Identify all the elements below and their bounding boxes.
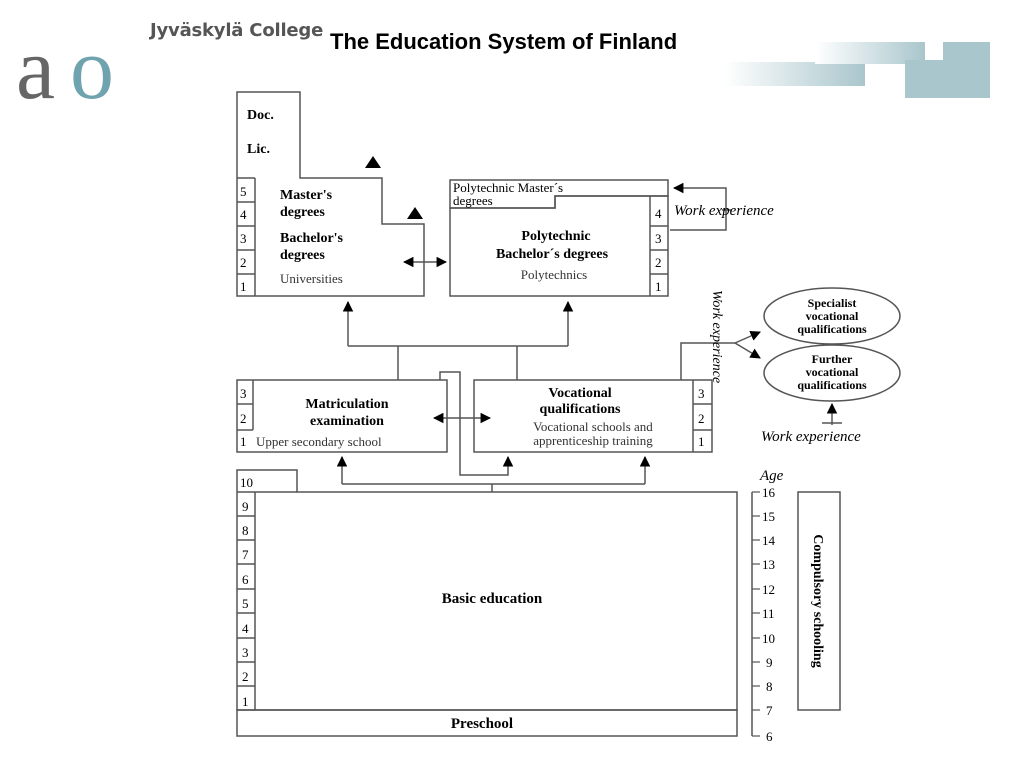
banner-step-2 [815,42,925,64]
arrow-up-icon [407,207,423,219]
work-experience-connector [680,342,735,380]
college-logo: a o [16,21,114,110]
banner-step-3 [905,60,990,98]
connector-line [439,371,514,476]
university-year: 5 [240,184,247,199]
decorative-banner [725,42,990,98]
logo-letter-o: o [70,21,114,110]
work-experience-label: Work experience [674,203,774,219]
logo-letter-a: a [16,21,55,110]
matriculation-label: Matriculation [305,397,388,412]
age-value: 10 [762,631,775,646]
universities-label: Universities [280,271,343,286]
polytechnic-year: 1 [655,279,662,294]
further-ellipse [763,344,901,402]
grade-number: 8 [242,523,249,538]
vocational-year: 3 [698,386,705,401]
lic-label: Lic. [247,142,270,157]
age-value: 13 [762,557,775,572]
preschool-box [236,709,738,737]
vocational-year: 1 [698,434,705,449]
grade-number: 9 [242,499,249,514]
vocational-schools-label: apprenticeship training [533,433,653,448]
university-year: 2 [240,255,247,270]
age-value: 7 [766,703,773,718]
arrow-up-icon [365,156,381,168]
bachelors-label: degrees [280,248,325,263]
compulsory-schooling-label: Compulsory schooling [810,534,825,667]
specialist-ellipse [763,287,901,345]
upper-secondary-label: Upper secondary school [256,434,382,449]
polytechnic-year: 4 [655,206,662,221]
college-name: Jyväskylä College [150,20,324,41]
work-experience-connector [670,182,727,231]
basic-education-label: Basic education [442,591,543,607]
vocational-label: Vocational [548,386,611,401]
basic-education-box [236,469,738,711]
bachelors-label: Bachelor's [280,231,344,246]
polytechnic-bachelors-label: Polytechnic [521,229,590,244]
age-value: 15 [762,509,775,524]
grade-number: 6 [242,572,249,587]
university-year: 3 [240,231,247,246]
doc-label: Doc. [247,108,274,123]
specialist-label: vocational [806,309,859,323]
masters-label: degrees [280,205,325,220]
work-experience-label: Work experience [709,290,724,383]
connector-line [734,331,761,344]
matriculation-year: 3 [240,386,247,401]
age-value: 16 [762,485,776,500]
grade-number: 7 [242,547,249,562]
specialist-label: qualifications [797,322,867,336]
polytechnic-year: 3 [655,231,662,246]
age-value: 11 [762,606,775,621]
matriculation-label: examination [310,414,384,429]
universities-box [236,91,425,297]
compulsory-box [797,491,841,711]
further-label: Further [812,352,853,366]
age-value: 6 [766,729,773,744]
grade-number: 5 [242,596,249,611]
grade-number: 4 [242,621,249,636]
polytechnic-bachelors-label: Bachelor´s degrees [496,247,609,262]
polytechnics-box [449,195,669,297]
grade-number: 10 [240,475,253,490]
vocational-year: 2 [698,411,705,426]
matriculation-year: 2 [240,411,247,426]
polytechnics-label: Polytechnics [521,267,587,282]
age-value: 14 [762,533,776,548]
university-year: 4 [240,207,247,222]
age-value: 9 [766,655,773,670]
further-label: qualifications [797,378,867,392]
masters-label: Master's [280,188,333,203]
work-experience-label: Work experience [761,429,861,445]
page-title: The Education System of Finland [330,29,678,54]
banner-step-1 [725,62,865,86]
matriculation-year: 1 [240,434,247,449]
specialist-label: Specialist [808,296,857,310]
polytechnic-masters-label: Polytechnic Master´s [453,180,563,195]
age-label: Age [759,468,784,484]
grade-number: 1 [242,694,249,709]
vocational-schools-label: Vocational schools and [533,419,653,434]
polytechnic-masters-label: degrees [453,193,493,208]
further-label: vocational [806,365,859,379]
grade-number: 3 [242,645,249,660]
grade-number: 2 [242,669,249,684]
vocational-label: qualifications [540,402,621,417]
age-value: 12 [762,582,775,597]
university-year: 1 [240,279,247,294]
age-value: 8 [766,679,773,694]
connector-line [734,342,761,359]
banner-step-4 [943,42,990,62]
polytechnic-year: 2 [655,255,662,270]
preschool-label: Preschool [451,716,513,732]
